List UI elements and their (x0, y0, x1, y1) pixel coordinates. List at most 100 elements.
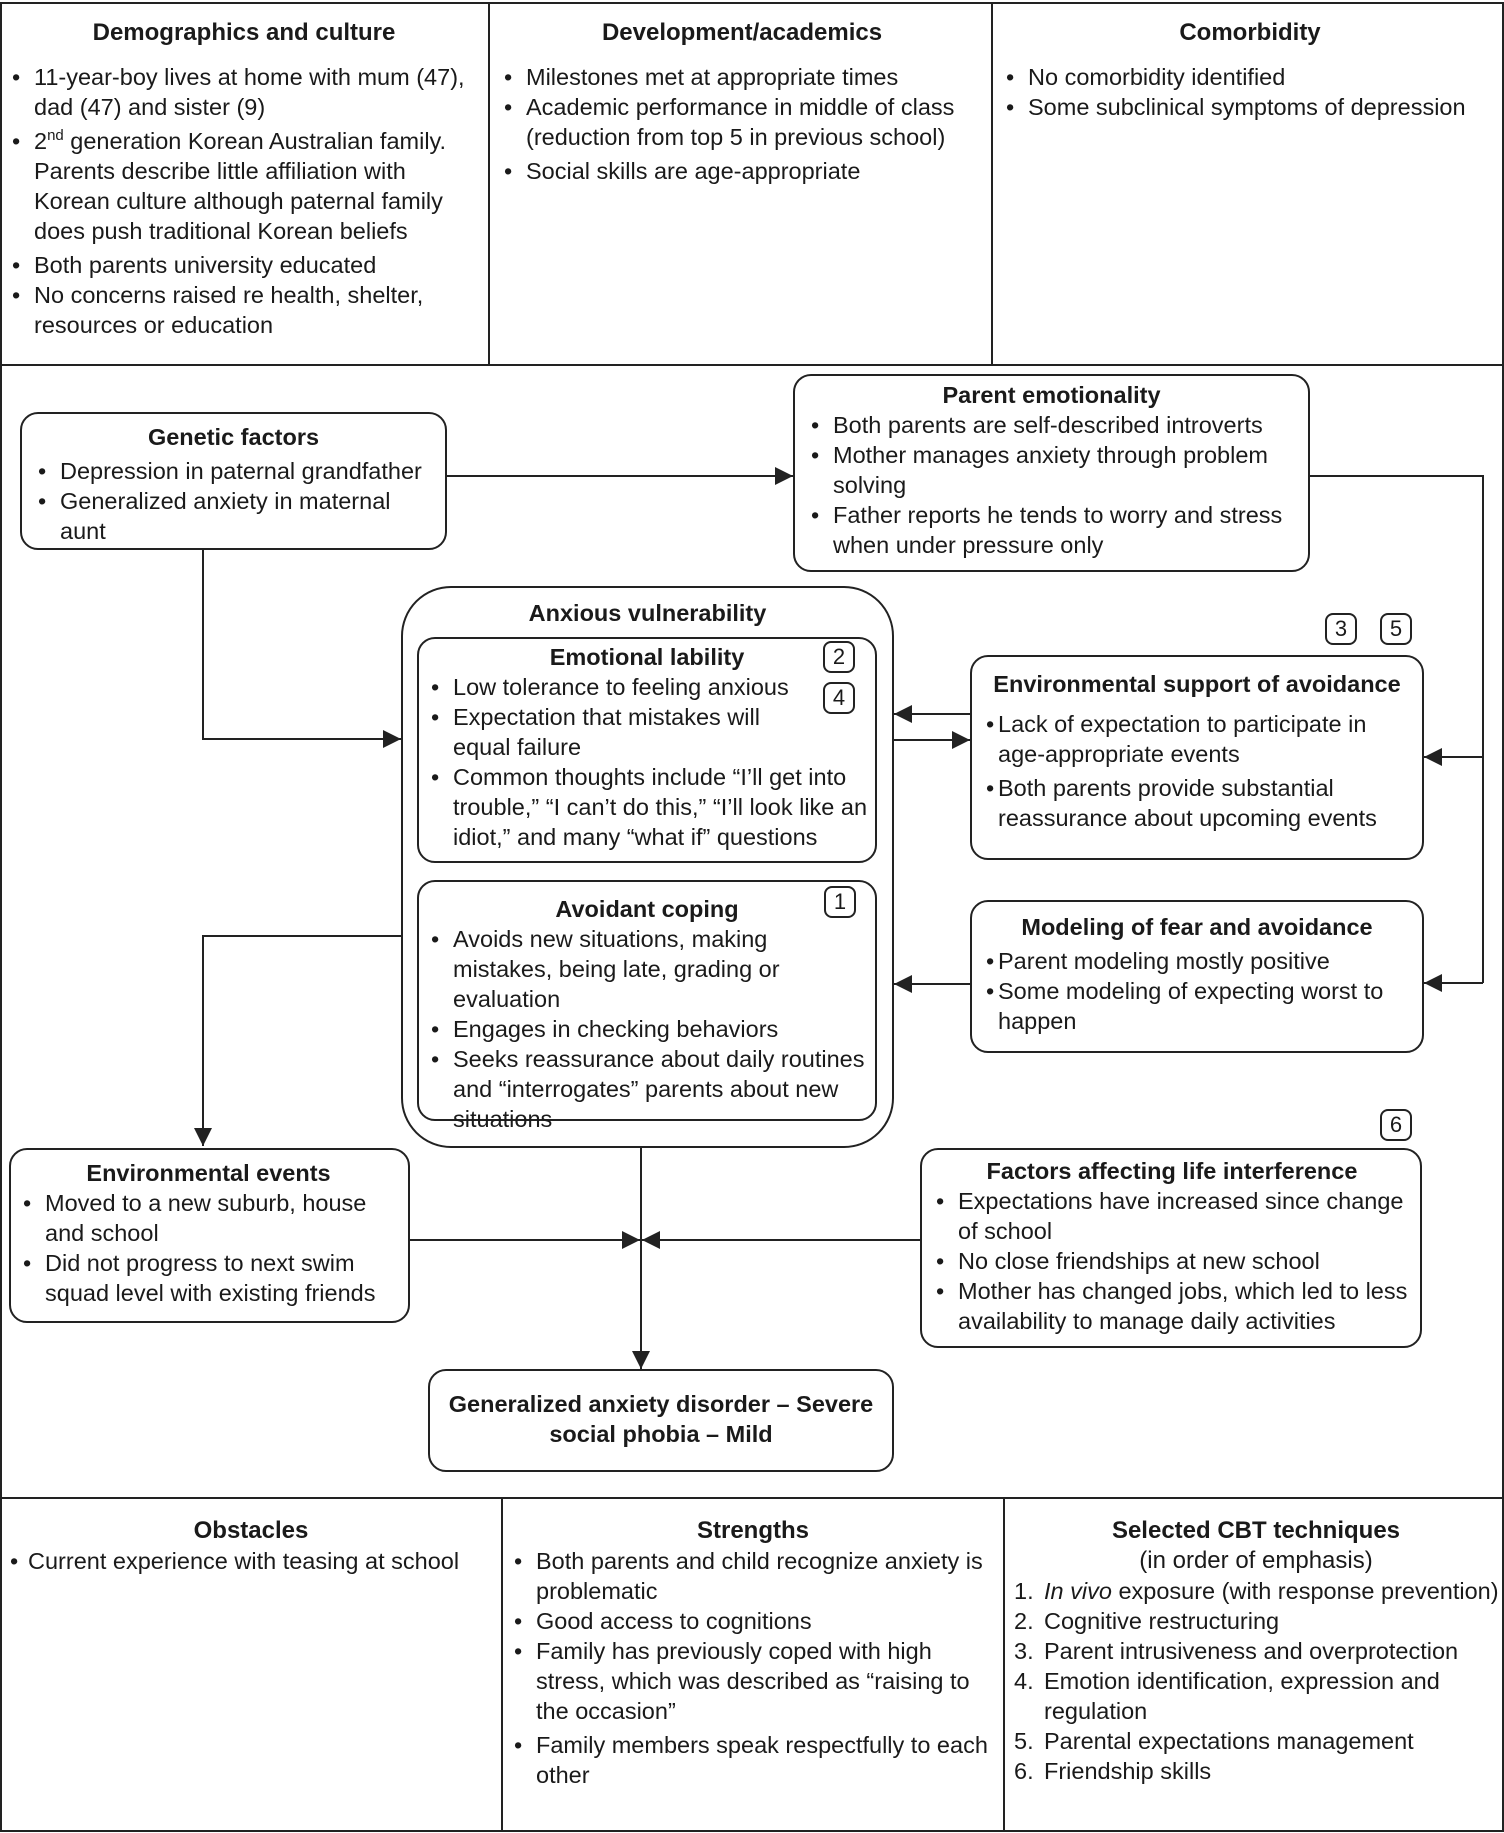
top-column-divider-1 (488, 2, 490, 364)
list-item: Both parents and child recognize anxiety… (508, 1546, 998, 1606)
cbt-techniques-subtitle: (in order of emphasis) (1139, 1547, 1373, 1574)
list-item: Parent modeling mostly positive (980, 946, 1414, 976)
strengths-panel: Strengths Both parents and child recogni… (508, 1516, 998, 1794)
list-item: Seeks reassurance about daily routines a… (425, 1044, 869, 1134)
list-item: 5.Parental expectations management (1010, 1726, 1502, 1756)
list-item: Current experience with teasing at schoo… (4, 1546, 498, 1576)
diagnosis-line-2: social phobia – Mild (549, 1421, 773, 1447)
ordinal-number: 2 (34, 128, 48, 154)
diagnosis-line-1: Generalized anxiety disorder – Severe (448, 1391, 874, 1417)
bottom-section-divider (0, 1497, 1504, 1499)
modeling-box: Modeling of fear and avoidance Parent mo… (970, 900, 1424, 1053)
list-item: Family members speak respectfully to eac… (508, 1730, 998, 1790)
environmental-events-title: Environmental events (86, 1160, 331, 1186)
list-item: 4. Emotion identification, expression and… (1010, 1666, 1502, 1726)
list-item: Some modeling of expecting worst to happ… (980, 976, 1414, 1036)
arrow-vulnerability-to-events (194, 935, 401, 1146)
life-interference-list: Expectations have increased since change… (930, 1186, 1414, 1336)
list-item: Lack of expectation to participate in ag… (980, 709, 1414, 769)
list-item: 11-year-boy lives at home with mum (47),… (6, 62, 482, 122)
technique-badge: 6 (1380, 1109, 1412, 1141)
avoidant-coping-list: Avoids new situations, making mistakes, … (425, 924, 869, 1134)
list-item: Did not progress to next swim squad leve… (17, 1248, 400, 1308)
environmental-events-box: Environmental events Moved to a new subu… (9, 1148, 410, 1323)
italic-term: In vivo (1044, 1578, 1112, 1604)
list-number: 6. (1014, 1758, 1034, 1784)
arrow-genetic-to-vulnerability (202, 550, 401, 748)
anxious-vulnerability-title: Anxious vulnerability (528, 600, 767, 626)
strengths-list: Both parents and child recognize anxiety… (508, 1546, 998, 1790)
list-item: Father reports he tends to worry and str… (805, 500, 1298, 560)
comorbidity-title: Comorbidity (1179, 19, 1321, 46)
list-item: Low tolerance to feeling anxious (425, 672, 869, 702)
avoidant-coping-title: Avoidant coping (555, 896, 739, 922)
genetic-factors-list: Depression in paternal grandfather Gener… (32, 456, 435, 546)
technique-badge: 4 (823, 682, 855, 714)
environmental-support-box: Environmental support of avoidance Lack … (970, 655, 1424, 860)
list-item-text: Friendship skills (1044, 1758, 1212, 1784)
obstacles-title: Obstacles (193, 1517, 309, 1544)
list-item: Common thoughts include “I’ll get into t… (425, 762, 869, 852)
list-item: Generalized anxiety in maternal aunt (32, 486, 435, 546)
emotional-lability-box: Emotional lability Low tolerance to feel… (417, 637, 877, 863)
list-item: Both parents are self-described introver… (805, 410, 1298, 440)
list-item-text: generation Korean Australian family. Par… (34, 128, 447, 244)
list-item: Engages in checking behaviors (425, 1014, 869, 1044)
cbt-techniques-panel: Selected CBT techniques (in order of emp… (1010, 1516, 1502, 1786)
cbt-techniques-title: Selected CBT techniques (1111, 1517, 1401, 1544)
parent-emotionality-list: Both parents are self-described introver… (805, 410, 1298, 560)
list-item-text: Parent intrusiveness and overprotection (1044, 1638, 1459, 1664)
list-item: Expectation that mistakes will equal fai… (425, 702, 869, 762)
bottom-column-divider-1 (501, 1497, 503, 1832)
list-item: Some subclinical symptoms of depression (1000, 92, 1500, 122)
list-item: Moved to a new suburb, house and school (17, 1188, 400, 1248)
technique-badge: 2 (823, 641, 855, 673)
list-item: Both parents provide substantial reassur… (980, 773, 1414, 833)
list-item: Academic performance in middle of class … (498, 92, 986, 152)
parent-emotionality-box: Parent emotionality Both parents are sel… (793, 374, 1310, 572)
list-item: Milestones met at appropriate times (498, 62, 986, 92)
strengths-title: Strengths (696, 1517, 809, 1544)
demographics-panel: Demographics and culture 11-year-boy liv… (6, 18, 482, 344)
diagnosis-outcome-box: Generalized anxiety disorder – Severe so… (428, 1369, 894, 1472)
list-item: Mother has changed jobs, which led to le… (930, 1276, 1414, 1336)
list-item: 2.Cognitive restructuring (1010, 1606, 1502, 1636)
list-item: 6. Friendship skills (1010, 1756, 1502, 1786)
demographics-list: 11-year-boy lives at home with mum (47),… (6, 62, 482, 340)
emotional-lability-title: Emotional lability (549, 644, 745, 670)
list-item-text: exposure (with response prevention) (1111, 1578, 1499, 1604)
parent-right-connector (1310, 475, 1484, 983)
list-number: 4. (1014, 1668, 1034, 1694)
comorbidity-panel: Comorbidity No comorbidity identified So… (1000, 18, 1500, 122)
list-number: 2. (1014, 1608, 1034, 1634)
environmental-support-title: Environmental support of avoidance (993, 671, 1401, 697)
list-number: 3. (1014, 1638, 1034, 1664)
environmental-events-list: Moved to a new suburb, house and school … (17, 1188, 400, 1308)
list-item-text: Emotion identification, expression and r… (1044, 1668, 1440, 1724)
top-column-divider-2 (991, 2, 993, 364)
list-item: No close friendships at new school (930, 1246, 1414, 1276)
list-item: Good access to cognitions (508, 1606, 998, 1636)
list-number: 1. (1014, 1578, 1034, 1604)
environmental-support-list: Lack of expectation to participate in ag… (980, 709, 1414, 833)
list-item: No comorbidity identified (1000, 62, 1500, 92)
ordinal-suffix: nd (47, 127, 64, 145)
development-list: Milestones met at appropriate times Acad… (498, 62, 986, 186)
list-item: 3. Parent intrusiveness and overprotectio… (1010, 1636, 1502, 1666)
list-item: 1. In vivo exposure (with response preven… (1010, 1576, 1502, 1606)
development-title: Development/academics (601, 19, 883, 46)
technique-badge: 3 (1325, 613, 1357, 645)
list-item: Expectations have increased since change… (930, 1186, 1414, 1246)
list-number: 5. (1014, 1728, 1034, 1754)
life-interference-box: Factors affecting life interference Expe… (920, 1148, 1422, 1348)
demographics-title: Demographics and culture (92, 19, 396, 46)
list-item: 2nd generation Korean Australian family.… (6, 126, 482, 246)
list-item: Family has previously coped with high st… (508, 1636, 998, 1726)
technique-badge: 1 (824, 886, 856, 918)
obstacles-list: Current experience with teasing at schoo… (4, 1546, 498, 1576)
list-item: No concerns raised re health, shelter, r… (6, 280, 482, 340)
genetic-factors-title: Genetic factors (147, 424, 320, 450)
parent-emotionality-title: Parent emotionality (942, 382, 1161, 408)
